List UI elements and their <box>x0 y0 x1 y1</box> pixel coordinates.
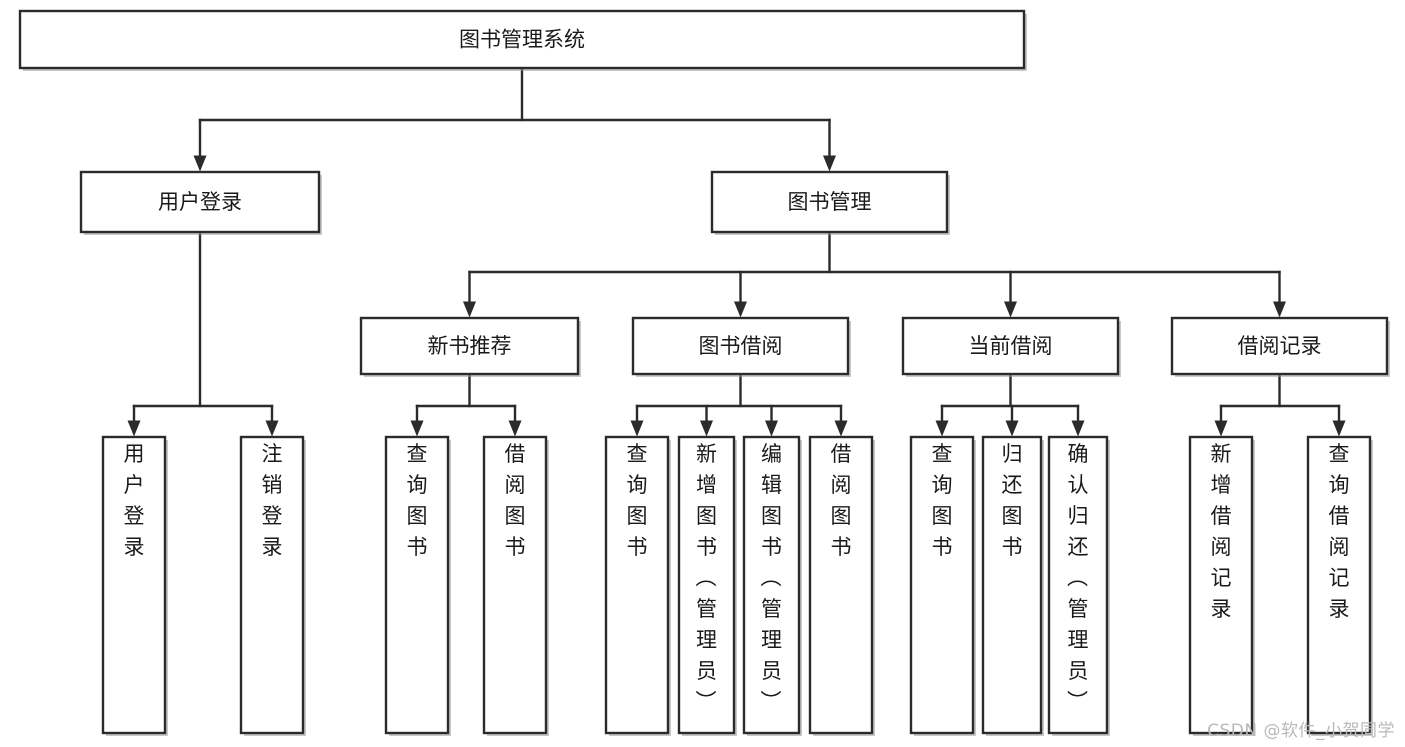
arrow-head-icon <box>508 420 522 437</box>
node-查询图书[interactable]: 查询图书 <box>604 435 671 736</box>
node-rect <box>1170 316 1389 376</box>
node-rect <box>101 435 167 735</box>
node-图书借阅[interactable]: 图书借阅 <box>631 316 851 377</box>
node-当前借阅[interactable]: 当前借阅 <box>901 316 1121 377</box>
node-借阅记录[interactable]: 借阅记录 <box>1170 316 1390 377</box>
node-编辑图书管理员[interactable]: 编辑图书（管理员） <box>742 435 802 736</box>
node-rect <box>981 435 1043 735</box>
node-label: 借阅图书 <box>831 442 852 559</box>
node-新书推荐[interactable]: 新书推荐 <box>359 316 581 377</box>
node-rect <box>359 316 580 376</box>
node-label: 查询图书 <box>627 442 648 559</box>
arrow-head-icon <box>127 420 141 437</box>
node-label: 编辑图书（管理员） <box>761 442 783 714</box>
node-rect <box>909 435 975 735</box>
node-label: 用户登录 <box>124 442 145 559</box>
node-图书管理系统[interactable]: 图书管理系统 <box>18 9 1027 71</box>
arrow-head-icon <box>1005 420 1019 437</box>
node-rect <box>1188 435 1254 735</box>
node-用户登录[interactable]: 用户登录 <box>101 435 168 736</box>
node-确认归还管理员[interactable]: 确认归还（管理员） <box>1047 435 1110 736</box>
node-label: 查询图书 <box>932 442 953 559</box>
node-label: 当前借阅 <box>969 334 1053 358</box>
node-label: 图书管理系统 <box>459 28 585 52</box>
arrow-head-icon <box>1071 420 1085 437</box>
node-归还图书[interactable]: 归还图书 <box>981 435 1044 736</box>
node-label: 新增借阅记录 <box>1211 442 1232 621</box>
node-rect <box>1047 435 1109 735</box>
arrow-head-icon <box>935 420 949 437</box>
arrow-head-icon <box>1004 301 1017 318</box>
node-rect <box>901 316 1120 376</box>
node-label: 用户登录 <box>158 190 242 214</box>
node-label: 查询图书 <box>407 442 428 559</box>
node-rect <box>18 9 1026 70</box>
node-查询图书[interactable]: 查询图书 <box>384 435 451 736</box>
nodes-layer: 图书管理系统用户登录用户登录注销登录图书管理新书推荐查询图书借阅图书图书借阅查询… <box>18 9 1390 736</box>
node-新增借阅记录[interactable]: 新增借阅记录 <box>1188 435 1255 736</box>
arrow-head-icon <box>834 420 848 437</box>
node-rect <box>710 170 949 234</box>
arrow-head-icon <box>463 301 476 318</box>
arrow-head-icon <box>265 420 279 437</box>
node-查询借阅记录[interactable]: 查询借阅记录 <box>1306 435 1373 736</box>
arrow-head-icon <box>734 301 747 318</box>
node-借阅图书[interactable]: 借阅图书 <box>808 435 875 736</box>
arrow-head-icon <box>410 420 424 437</box>
node-rect <box>808 435 874 735</box>
node-rect <box>79 170 321 234</box>
node-label: 图书管理 <box>788 190 872 214</box>
node-label: 新书推荐 <box>428 334 512 358</box>
node-rect <box>482 435 548 735</box>
arrow-head-icon <box>630 420 644 437</box>
node-label: 查询借阅记录 <box>1329 442 1350 621</box>
node-rect <box>384 435 450 735</box>
arrow-head-icon <box>1332 420 1346 437</box>
node-label: 借阅记录 <box>1238 334 1322 358</box>
arrow-head-icon <box>700 420 713 437</box>
connectors-layer <box>127 66 1346 437</box>
node-label: 新增图书（管理员） <box>696 442 718 714</box>
node-label: 注销登录 <box>262 442 283 559</box>
node-label: 确认归还（管理员） <box>1067 442 1089 714</box>
node-rect <box>631 316 850 376</box>
arrow-head-icon <box>1214 420 1228 437</box>
arrow-head-icon <box>1273 301 1286 318</box>
arrow-head-icon <box>823 155 836 172</box>
node-label: 借阅图书 <box>505 442 526 559</box>
node-图书管理[interactable]: 图书管理 <box>710 170 950 235</box>
node-rect <box>1306 435 1372 735</box>
node-用户登录[interactable]: 用户登录 <box>79 170 322 235</box>
node-查询图书[interactable]: 查询图书 <box>909 435 976 736</box>
node-注销登录[interactable]: 注销登录 <box>239 435 306 736</box>
node-label: 归还图书 <box>1002 442 1023 559</box>
arrow-head-icon <box>193 155 207 172</box>
node-借阅图书[interactable]: 借阅图书 <box>482 435 549 736</box>
arrow-head-icon <box>765 420 778 437</box>
node-label: 图书借阅 <box>699 334 783 358</box>
node-rect <box>742 435 801 735</box>
node-rect <box>604 435 670 735</box>
node-rect <box>677 435 736 735</box>
node-rect <box>239 435 305 735</box>
csdn-watermark: CSDN @软件_小贺同学 <box>1207 721 1395 741</box>
node-新增图书管理员[interactable]: 新增图书（管理员） <box>677 435 737 736</box>
